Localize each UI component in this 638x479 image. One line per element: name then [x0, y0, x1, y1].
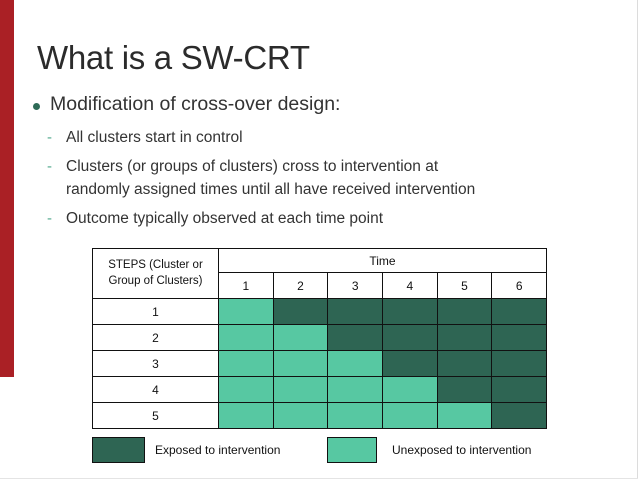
legend: Exposed to intervention Unexposed to int… [92, 437, 547, 464]
exposed-cell [437, 351, 493, 376]
bullet-icon [33, 103, 40, 110]
sub-bullet-list: -All clusters start in control-Clusters … [47, 126, 517, 236]
unexposed-cell [219, 299, 274, 324]
exposed-cell [383, 351, 438, 376]
sub-bullet-item: -Clusters (or groups of clusters) cross … [47, 155, 517, 201]
slide-title: What is a SW-CRT [37, 39, 310, 76]
sub-bullet-text: Clusters (or groups of clusters) cross t… [66, 158, 476, 198]
exposed-label: Exposed to intervention [155, 443, 281, 457]
dash-bullet-icon: - [47, 129, 52, 146]
exposed-cell [273, 299, 329, 324]
exposed-cell [328, 325, 384, 350]
unexposed-cell [383, 403, 438, 428]
dash-bullet-icon: - [47, 210, 52, 227]
exposed-cell [437, 325, 493, 350]
sub-bullet-item: -Outcome typically observed at each time… [47, 207, 517, 230]
unexposed-cell [219, 377, 274, 402]
unexposed-cell [328, 403, 384, 428]
main-bullet-text: Modification of cross-over design: [50, 93, 341, 115]
exposed-cell [492, 403, 547, 428]
time-header-label: Time [219, 249, 546, 273]
unexposed-cell [328, 351, 384, 376]
step-row-label: 1 [93, 299, 219, 324]
sub-bullet-item: -All clusters start in control [47, 126, 517, 149]
unexposed-cell [219, 403, 274, 428]
unexposed-cell [383, 377, 438, 402]
dash-bullet-icon: - [47, 158, 52, 175]
time-column-label: 4 [383, 273, 438, 298]
time-column-label: 2 [274, 273, 329, 298]
unexposed-cell [273, 377, 329, 402]
table-header: STEPS (Cluster or Group of Clusters) Tim… [93, 249, 546, 298]
time-column-label: 3 [328, 273, 384, 298]
unexposed-cell [219, 351, 274, 376]
steps-header-cell: STEPS (Cluster or Group of Clusters) [93, 249, 219, 298]
table-row: 2 [93, 324, 547, 350]
time-column-label: 1 [219, 273, 274, 298]
table-row: 1 [93, 298, 547, 324]
exposed-cell [492, 299, 547, 324]
exposed-cell [328, 299, 384, 324]
exposed-cell [437, 299, 493, 324]
table-row: 5 [93, 402, 547, 428]
exposed-cell [437, 377, 493, 402]
step-row-label: 3 [93, 351, 219, 376]
left-accent-bar [0, 0, 14, 377]
exposed-cell [383, 325, 438, 350]
unexposed-cell [273, 325, 329, 350]
table-row: 4 [93, 376, 547, 402]
exposed-cell [492, 377, 547, 402]
sub-bullet-text: All clusters start in control [66, 129, 243, 146]
unexposed-cell [219, 325, 274, 350]
unexposed-cell [437, 403, 493, 428]
time-column-label: 6 [515, 278, 523, 293]
step-row-label: 5 [93, 403, 219, 428]
unexposed-label: Unexposed to intervention [392, 443, 532, 457]
unexposed-swatch [327, 437, 377, 463]
stepped-wedge-table: STEPS (Cluster or Group of Clusters) Tim… [92, 248, 547, 429]
exposed-cell [492, 325, 547, 350]
table-row: 3 [93, 350, 547, 376]
step-row-label: 4 [93, 377, 219, 402]
exposed-cell [383, 299, 438, 324]
unexposed-cell [328, 377, 384, 402]
exposed-swatch [92, 437, 145, 463]
unexposed-cell [273, 403, 329, 428]
sub-bullet-text: Outcome typically observed at each time … [66, 210, 384, 227]
step-row-label: 2 [93, 325, 219, 350]
exposed-cell [492, 351, 547, 376]
unexposed-cell [273, 351, 329, 376]
time-column-label: 5 [438, 273, 493, 298]
